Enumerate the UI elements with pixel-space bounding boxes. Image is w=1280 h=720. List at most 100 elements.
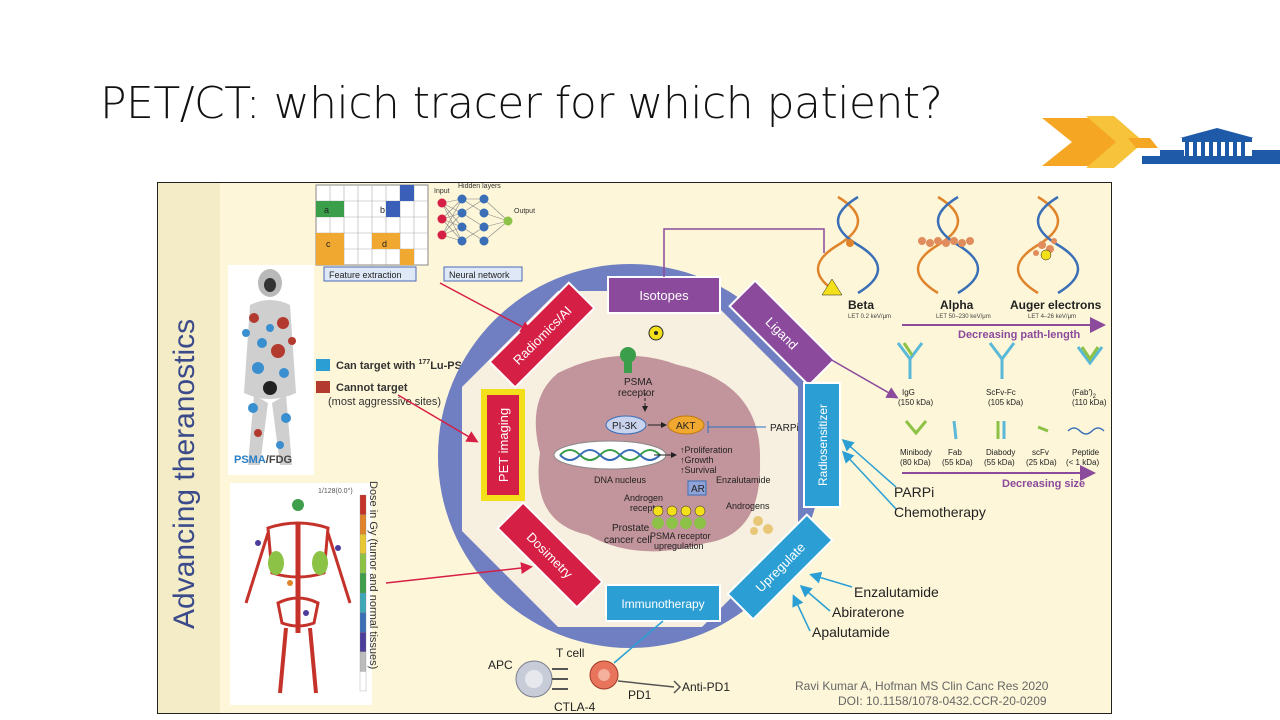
psma-fdg-mip-image [228,265,314,475]
radiomics-arrow [439,282,533,333]
dose-color-segment [359,534,367,554]
tcell-label: T cell [556,646,584,660]
scfv-label: scFv [1032,448,1049,457]
t-cell-icon [589,660,619,690]
apc-cell-icon [515,660,568,698]
fab2-icon [1076,346,1104,366]
igg-label: IgG [902,388,915,397]
dna-nucleus-label: DNA nucleus [594,475,647,485]
auger-label: Auger electrons [1010,298,1102,312]
beta-let-label: LET 0.2 keV/μm [848,314,891,320]
prostate-label-1: Prostate [612,523,650,534]
isotopes-connector [663,228,825,277]
dose-color-segment [359,612,367,633]
logo-mark [1042,116,1158,168]
parpi-cell-label: PARPi [770,423,799,434]
ligand-connector [815,350,899,399]
fab-label: Fab [948,448,962,457]
dna-helix [559,449,661,461]
psma-upregulation-label-1: PSMA receptor [650,531,711,541]
dosimetry-arrow [385,562,533,584]
androgens-label: Androgens [726,501,770,511]
peptide-label: Peptide [1072,448,1100,457]
diabody-label: Diabody [986,448,1015,457]
minibody-label: Minibody [900,448,932,457]
auger-let-label: LET 4–26 keV/μm [1028,314,1076,320]
scfv-kda: (25 kDa) [1026,458,1057,467]
enzalutamide-cell-label: Enzalutamide [716,475,771,485]
survival-label: ↑Survival [680,465,717,475]
psma-receptor-label-2: receptor [618,388,655,399]
apc-label: APC [488,658,513,672]
grid-letter-c: c [326,239,331,249]
feature-grid-image [315,184,429,266]
fdg-label: FDG [269,454,292,466]
svg-text:Can target with 177Lu-PSMA: Can target with 177Lu-PSMA [336,359,479,372]
dna-alpha-icon [916,195,980,295]
drug-enzalutamide: Enzalutamide [854,584,939,600]
dose-color-segment [359,553,367,574]
side-banner [158,183,220,713]
dose-scale-top: 1/128(0.0°) [318,487,353,495]
dna-beta-icon [816,195,880,296]
scfv-fc-label: ScFv-Fc [986,388,1016,397]
theranostics-figure: Advancing theranostics PSMA/FDG Can targ… [157,182,1112,714]
path-length-label: Decreasing path-length [958,329,1081,341]
dna-auger-icon [1016,195,1080,295]
most-aggressive-label: (most aggressive sites) [328,396,441,408]
psma-receptor-icon [620,347,636,363]
akt-label: AKT [676,421,695,432]
can-target-label: Can target with [336,360,419,372]
tag-pet-imaging-label: PET imaging [496,408,511,482]
parthenon-icon [1142,128,1280,164]
svg-text:PSMA/FDG: PSMA/FDG [234,454,292,466]
androgen-receptor-label-2: receptor [630,503,663,513]
ar-box [687,480,707,496]
fab-kda: (55 kDa) [942,458,973,467]
pet-imaging-arrow [397,394,479,443]
slide-title: PET/CT: which tracer for which patient? [100,78,943,129]
dose-color-segment [359,632,367,652]
igg-kda: (150 kDa) [898,398,933,407]
dose-color-segment [359,494,367,515]
psma-label: PSMA [234,454,266,466]
neural-network-box [443,266,523,282]
ar-label: AR [691,484,705,495]
diabody-kda: (55 kDa) [984,458,1015,467]
psma-upregulation-icons [652,505,773,535]
dose-color-segment [359,514,367,535]
svg-text:(Fab′)2: (Fab′)2 [1072,388,1097,400]
tag-radiosensitizer-label: Radiosensitizer [816,404,830,486]
pd1-line [617,680,675,688]
slash-label: / [266,454,269,466]
logo [1042,112,1280,174]
pi3k-node [605,415,647,435]
scfv-fc-kda: (105 kDa) [988,398,1023,407]
tag-isotopes: Isotopes [607,276,721,314]
neural-network-icon [437,194,513,246]
cannot-target-swatch [316,381,330,393]
fab2-kda: (110 kDa) [1072,398,1107,407]
akt-node [667,415,705,435]
alpha-label: Alpha [940,298,974,312]
ctla4-label: CTLA-4 [554,700,596,713]
drug-parpi: PARPi [894,484,934,500]
tag-radiosensitizer: Radiosensitizer [803,382,841,508]
dose-label: Dose in Gy (tumor and normal tissues) [367,481,379,669]
drug-chemotherapy: Chemotherapy [894,504,986,520]
grid-letter-d: d [382,239,387,249]
beta-label: Beta [848,298,874,312]
tag-pet-imaging: PET imaging [481,389,525,501]
can-target-isotope: 177 [419,359,431,366]
chemotherapy-arrow [841,450,897,510]
dose-color-segment [359,651,367,672]
tag-immunotherapy: Immunotherapy [605,584,721,622]
dna-nucleus-shape [553,440,667,470]
scfv-fc-icon [988,342,1016,379]
input-label: Input [434,188,450,195]
minibody-kda: (80 kDa) [900,458,931,467]
growth-label: ↑Growth [680,455,714,465]
pi3k-label: PI-3K [612,421,637,432]
psma-receptor-label-1: PSMA [624,377,653,388]
prostate-label-2: cancer cell [604,535,652,546]
